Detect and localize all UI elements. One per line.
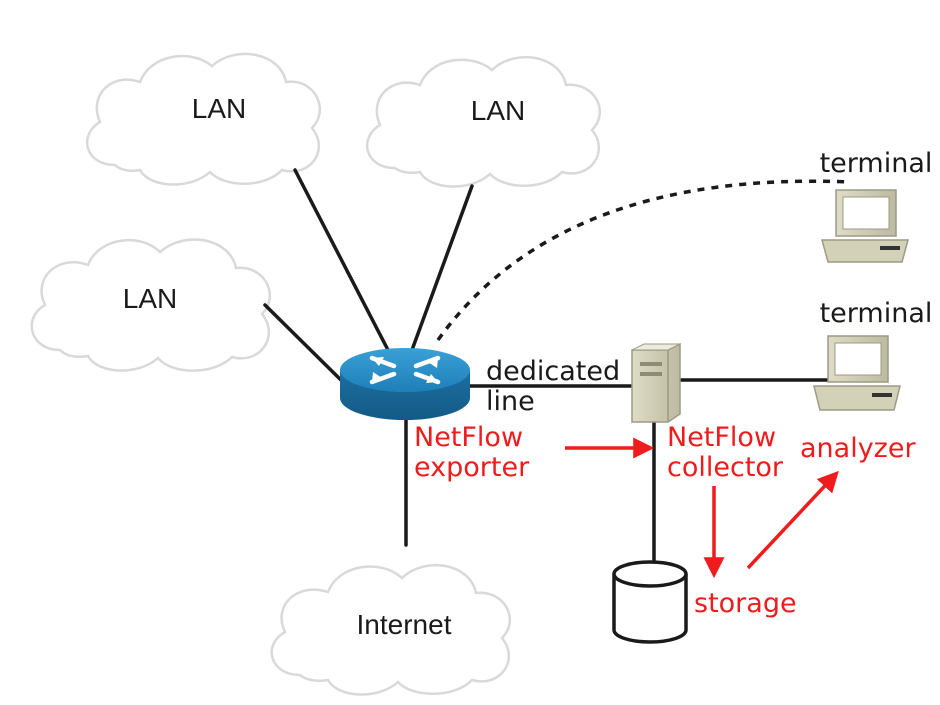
cloud-lan-top-right: LAN bbox=[365, 55, 602, 188]
terminal-bottom: terminal bbox=[813, 298, 933, 411]
storage-label: storage bbox=[694, 588, 797, 619]
terminal-label: terminal bbox=[820, 148, 933, 179]
link-router-terminal-remote bbox=[436, 179, 851, 342]
link-router-lan-top-left bbox=[293, 168, 390, 352]
cloud-icon bbox=[30, 238, 272, 372]
arrow-storage-to-analyzer bbox=[746, 470, 839, 570]
storage-cylinder bbox=[612, 560, 688, 644]
analyzer-label: analyzer bbox=[800, 433, 916, 464]
collector-label-line2: collector bbox=[667, 452, 784, 483]
cloud-icon bbox=[365, 55, 602, 188]
router-icon bbox=[340, 348, 470, 420]
server-icon bbox=[631, 342, 681, 423]
cloud-icon bbox=[85, 52, 322, 186]
terminal-icon bbox=[821, 189, 909, 263]
cloud-lan-top-left: LAN bbox=[85, 52, 322, 186]
terminal-top: terminal bbox=[820, 148, 933, 263]
terminal-label: terminal bbox=[820, 298, 933, 329]
dedicated-line-label-line2: line bbox=[486, 386, 535, 417]
cloud-label: LAN bbox=[471, 95, 525, 126]
cloud-label: LAN bbox=[123, 283, 177, 314]
dedicated-line-label-line1: dedicated bbox=[486, 356, 620, 387]
router bbox=[340, 348, 470, 420]
link-router-lan-left bbox=[263, 303, 347, 386]
cloud-label: Internet bbox=[357, 609, 452, 640]
terminal-icon bbox=[813, 335, 901, 411]
cloud-icon bbox=[270, 563, 512, 696]
cloud-label: LAN bbox=[192, 93, 246, 124]
cloud-internet: Internet bbox=[270, 563, 512, 696]
collector-server bbox=[631, 342, 681, 423]
cloud-lan-left: LAN bbox=[30, 238, 272, 372]
link-router-lan-top-right bbox=[410, 184, 474, 352]
collector-label-line1: NetFlow bbox=[667, 422, 776, 453]
exporter-label-line2: exporter bbox=[414, 452, 530, 483]
exporter-label-line1: NetFlow bbox=[414, 422, 523, 453]
database-cylinder-icon bbox=[612, 560, 688, 644]
